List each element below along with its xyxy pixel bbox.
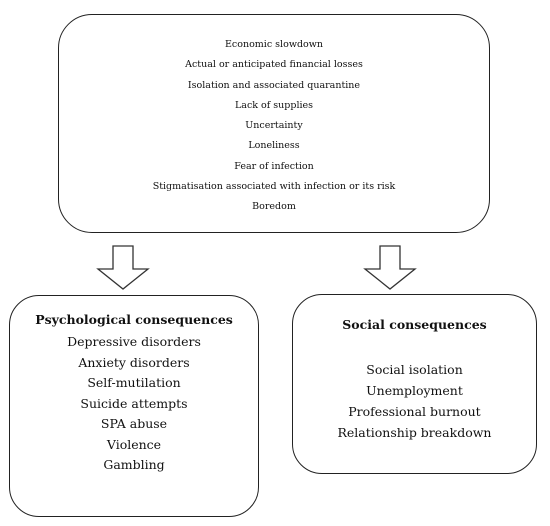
down-arrow-icon xyxy=(96,245,150,290)
social-consequences-list: Social isolation Unemployment Profession… xyxy=(293,359,536,443)
social-consequence-item: Relationship breakdown xyxy=(337,425,492,440)
psychological-consequence-item: Gambling xyxy=(103,457,165,472)
social-consequences-box: Social consequences Social isolation Une… xyxy=(292,294,537,474)
psychological-consequence-item: Violence xyxy=(106,436,162,452)
social-consequences-title: Social consequences xyxy=(342,317,487,332)
risk-factors-list: Economic slowdown Actual or anticipated … xyxy=(59,35,489,218)
social-consequence-item: Professional burnout xyxy=(348,404,481,419)
psychological-consequences-title: Psychological consequences xyxy=(35,312,233,327)
risk-factor-item: Boredom xyxy=(252,201,296,213)
psychological-consequence-item: Suicide attempts xyxy=(80,395,188,411)
down-arrow-icon xyxy=(363,245,417,290)
psychological-consequences-list: Depressive disorders Anxiety disorders S… xyxy=(10,332,258,476)
psychological-consequence-item: Anxiety disorders xyxy=(78,354,190,370)
risk-factor-item: Lack of supplies xyxy=(234,99,314,111)
risk-factor-item: Loneliness xyxy=(248,140,300,152)
risk-factor-item: Fear of infection xyxy=(234,160,314,172)
risk-factor-item: Isolation and associated quarantine xyxy=(187,79,361,91)
social-consequence-item: Social isolation xyxy=(366,362,463,377)
risk-factor-item: Uncertainty xyxy=(245,120,303,132)
psychological-consequence-item: Self-mutilation xyxy=(87,375,181,390)
social-consequence-item: Unemployment xyxy=(366,383,463,398)
risk-factor-item: Stigmatisation associated with infection… xyxy=(152,181,396,193)
risk-factors-box: Economic slowdown Actual or anticipated … xyxy=(58,14,490,233)
risk-factor-item: Economic slowdown xyxy=(224,39,323,50)
risk-factor-item: Actual or anticipated financial losses xyxy=(185,59,363,71)
psychological-consequence-item: SPA abuse xyxy=(100,416,168,431)
psychological-consequences-box: Psychological consequences Depressive di… xyxy=(9,295,259,517)
psychological-consequence-item: Depressive disorders xyxy=(67,334,201,349)
